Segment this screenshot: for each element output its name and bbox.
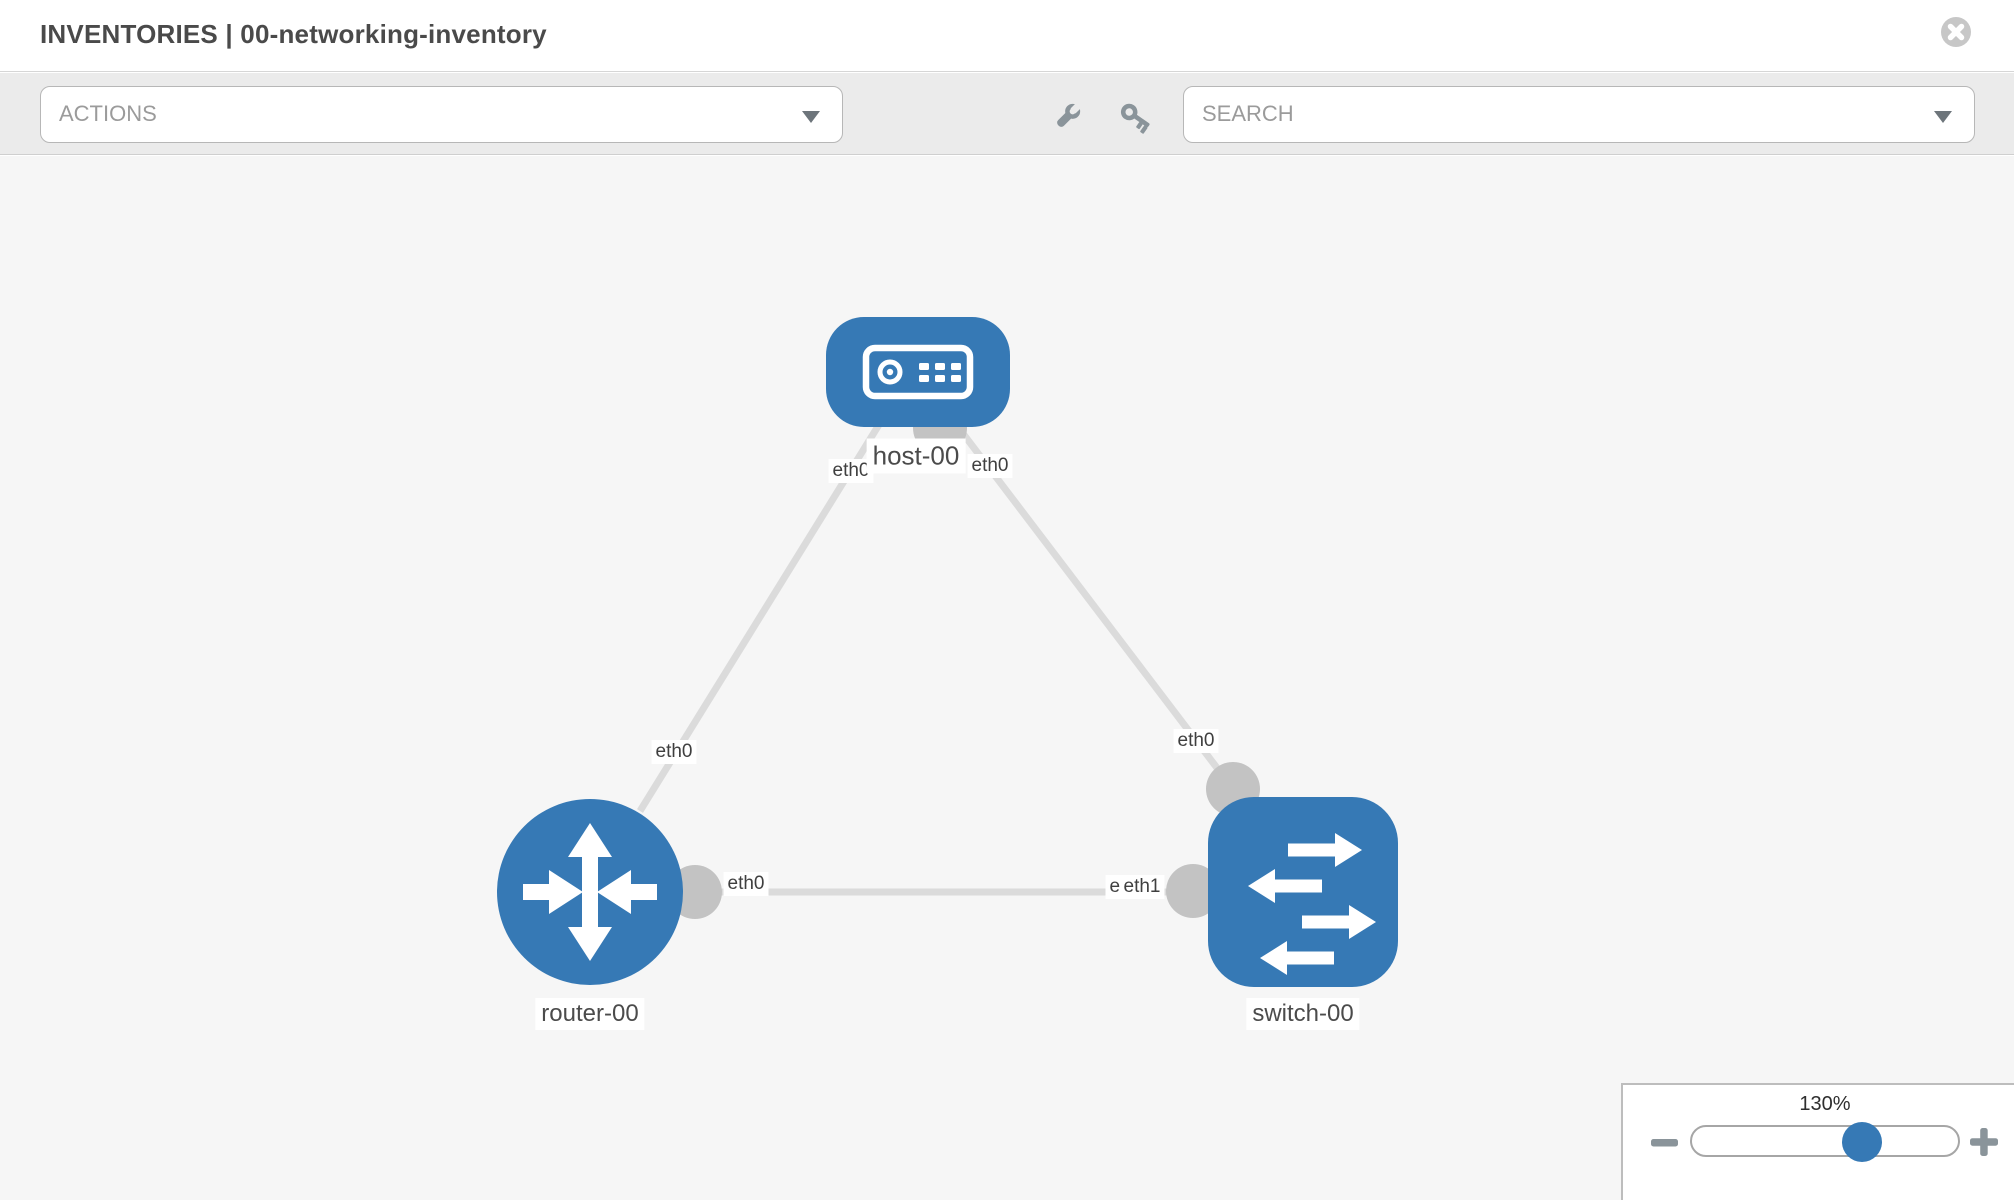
node-switch-00[interactable] (1208, 797, 1398, 987)
topology-links-layer (637, 401, 1260, 919)
header: INVENTORIES | 00-networking-inventory (0, 0, 2014, 72)
key-icon (1120, 103, 1150, 134)
toolbar: ACTIONS (0, 73, 2014, 155)
search-dropdown[interactable]: SEARCH (1183, 86, 1975, 143)
switch-icon (1248, 833, 1376, 975)
zoom-in-button[interactable] (1969, 1127, 1999, 1162)
wrench-button[interactable] (1050, 100, 1084, 134)
wrench-icon (1057, 102, 1082, 127)
minus-icon (1651, 1139, 1678, 1147)
key-button[interactable] (1118, 100, 1152, 134)
chevron-down-icon (1934, 111, 1952, 123)
iface-label-host-eth0-right: eth0 (967, 454, 1013, 478)
iface-label-switch-eth0-uplink: eth0 (1173, 729, 1219, 753)
iface-label-router-eth0-horizontal: eth0 (723, 872, 769, 896)
page-title: INVENTORIES | 00-networking-inventory (40, 19, 547, 49)
zoom-level-text: 130% (1799, 1093, 1851, 1115)
link-host-switch (952, 420, 1236, 792)
iface-label-switch-eth1-front: eth1 (1119, 875, 1165, 899)
iface-label-router-eth0-uplink: eth0 (651, 740, 697, 764)
search-dropdown-label: SEARCH (1202, 101, 1294, 126)
chevron-down-icon (802, 111, 820, 123)
zoom-out-button[interactable] (1651, 1135, 1679, 1153)
router-icon (523, 823, 657, 961)
port-switch-eth1 (1166, 864, 1220, 918)
node-router-00[interactable] (497, 799, 683, 985)
zoom-slider[interactable] (1690, 1122, 1960, 1162)
iface-label-host-eth0-left: eth0 (828, 459, 874, 483)
close-button[interactable] (1941, 17, 1971, 47)
zoom-slider-thumb[interactable] (1842, 1122, 1883, 1162)
node-host-00[interactable] (826, 317, 1010, 427)
node-label-host: host-00 (866, 438, 966, 474)
actions-dropdown-label: ACTIONS (59, 101, 157, 126)
host-icon (862, 344, 974, 400)
node-label-router: router-00 (535, 998, 645, 1030)
actions-dropdown[interactable]: ACTIONS (40, 86, 843, 143)
node-label-switch: switch-00 (1246, 998, 1360, 1030)
topology-canvas[interactable]: host-00 router-00 switch-00 eth0 eth0 et… (0, 156, 2014, 1200)
zoom-panel: 130% (1621, 1083, 2014, 1200)
plus-icon (1970, 1128, 1998, 1156)
close-icon (1941, 17, 1971, 47)
